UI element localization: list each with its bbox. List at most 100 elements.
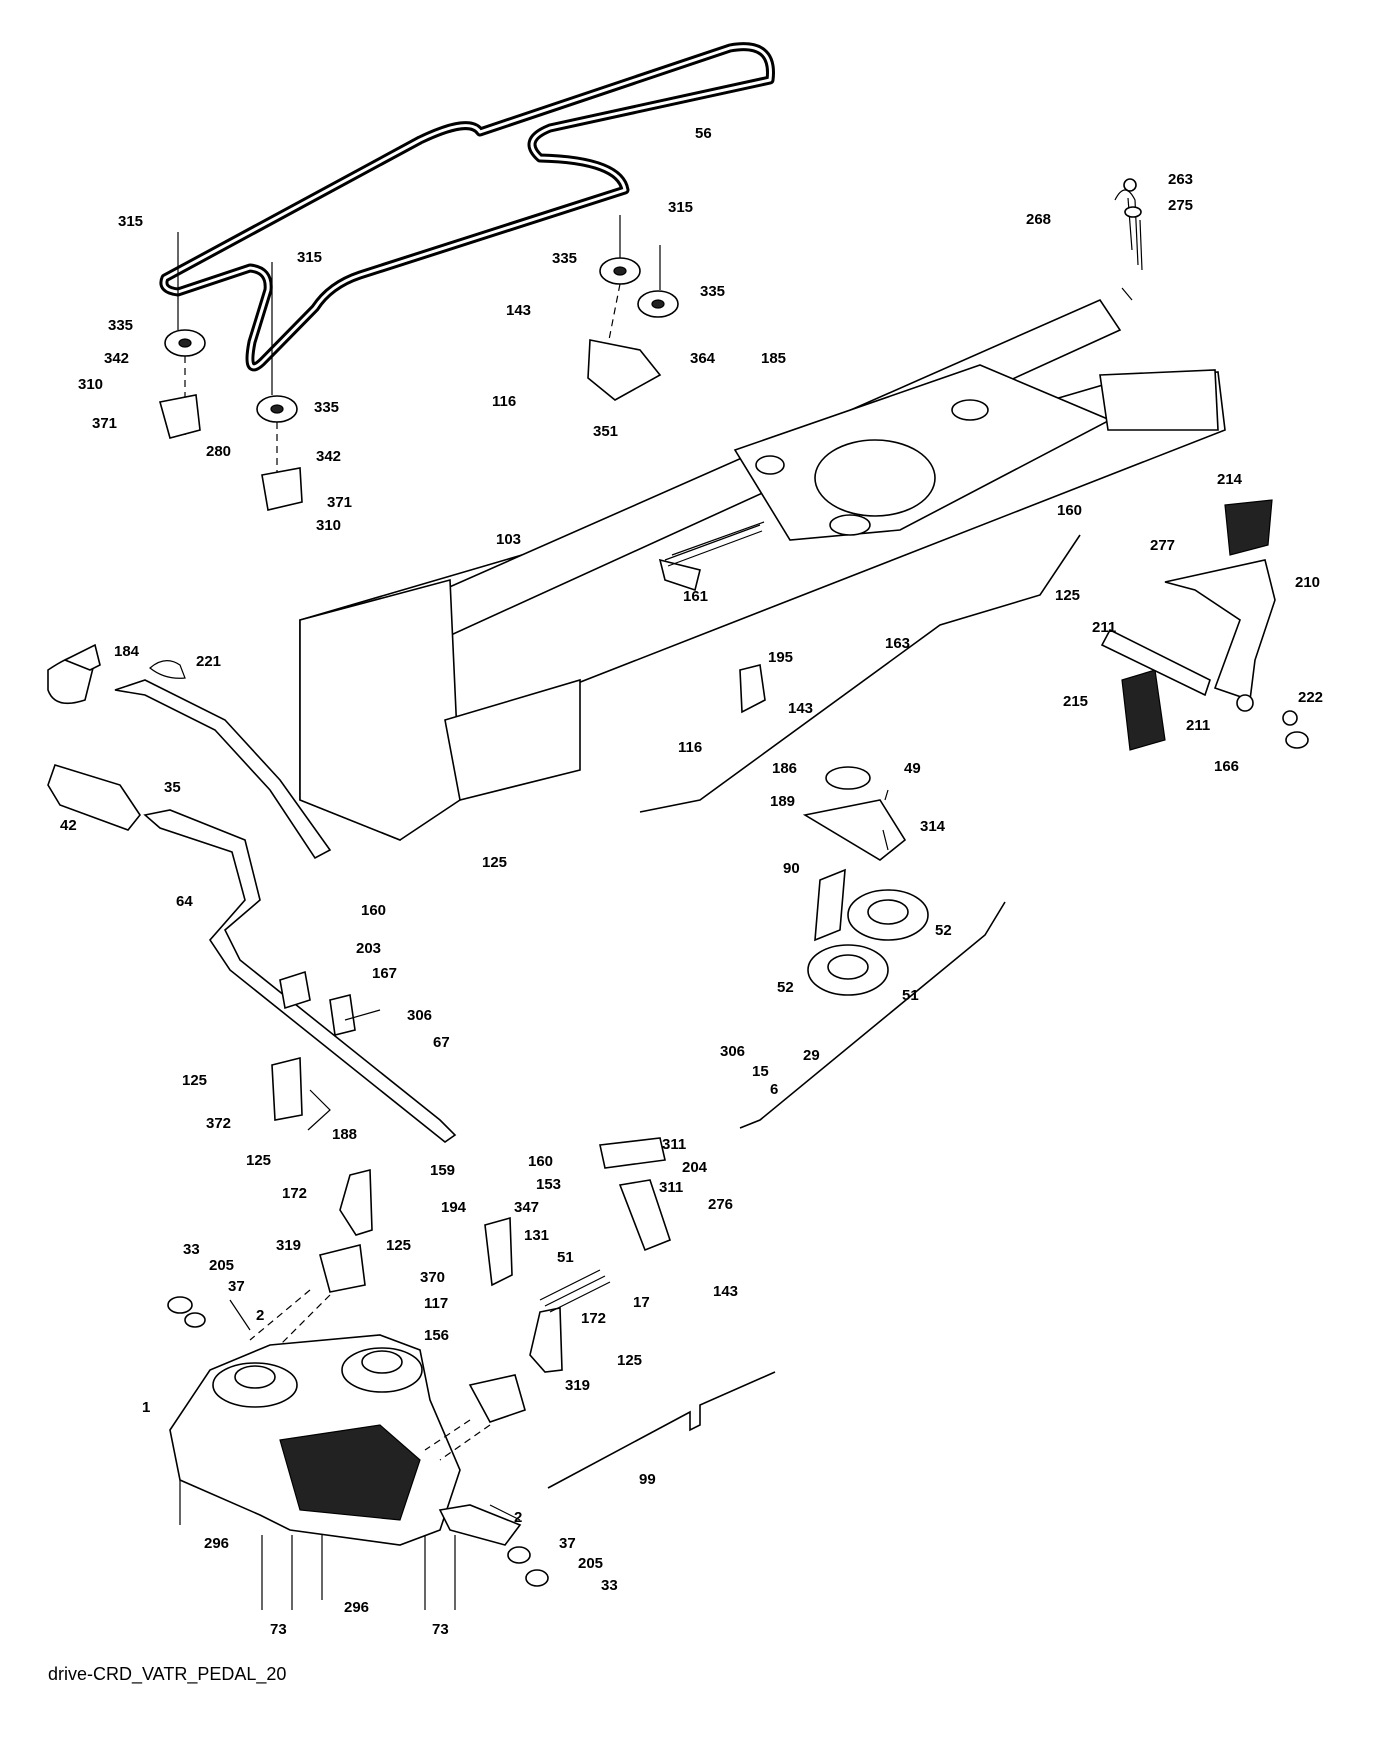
part-label-117: 117 <box>424 1295 448 1312</box>
part-label-99: 99 <box>639 1471 656 1488</box>
part-label-188: 188 <box>332 1126 357 1143</box>
part-label-311b: 311 <box>659 1179 683 1196</box>
idler-pulleys-top <box>158 215 679 511</box>
part-label-296b: 296 <box>344 1599 369 1616</box>
part-label-116a: 116 <box>492 393 516 410</box>
part-label-311a: 311 <box>662 1136 686 1153</box>
part-label-214: 214 <box>1217 471 1243 488</box>
part-label-296a: 296 <box>204 1535 229 1552</box>
part-label-194: 194 <box>441 1199 467 1216</box>
part-label-125f: 125 <box>617 1352 642 1369</box>
part-label-371b: 371 <box>327 494 352 511</box>
part-label-186: 186 <box>772 760 797 777</box>
part-label-370: 370 <box>420 1269 445 1286</box>
part-label-116b: 116 <box>678 739 702 756</box>
part-label-310a: 310 <box>78 376 103 393</box>
part-label-51a: 51 <box>902 987 919 1004</box>
part-label-215: 215 <box>1063 693 1088 710</box>
diagram-caption: drive-CRD_VATR_PEDAL_20 <box>48 1664 287 1684</box>
part-label-51b: 51 <box>557 1249 574 1266</box>
part-label-17: 17 <box>633 1294 650 1311</box>
part-label-35: 35 <box>164 779 181 796</box>
part-label-73a: 73 <box>270 1621 287 1638</box>
part-label-64: 64 <box>176 893 193 910</box>
part-label-205a: 205 <box>209 1257 234 1274</box>
part-label-131: 131 <box>524 1227 549 1244</box>
part-label-185: 185 <box>761 350 786 367</box>
part-label-6: 6 <box>770 1081 778 1098</box>
part-label-172a: 172 <box>282 1185 307 1202</box>
part-label-314: 314 <box>920 818 946 835</box>
part-label-42: 42 <box>60 817 77 834</box>
part-label-277: 277 <box>1150 537 1175 554</box>
rod-163 <box>639 534 1081 813</box>
pedal-assembly <box>1100 178 1309 751</box>
part-label-222: 222 <box>1298 689 1323 706</box>
part-label-67: 67 <box>433 1034 450 1051</box>
part-label-335d: 335 <box>314 399 339 416</box>
part-label-211b: 211 <box>1186 717 1210 734</box>
part-label-195: 195 <box>768 649 793 666</box>
part-label-159: 159 <box>430 1162 455 1179</box>
part-label-160a: 160 <box>1057 502 1082 519</box>
rod-29 <box>739 901 1006 1129</box>
part-label-33b: 33 <box>601 1577 618 1594</box>
part-label-90: 90 <box>783 860 800 877</box>
part-label-347: 347 <box>514 1199 539 1216</box>
part-label-351: 351 <box>593 423 618 440</box>
part-label-33a: 33 <box>183 1241 200 1258</box>
part-label-280: 280 <box>206 443 231 460</box>
part-label-103: 103 <box>496 531 521 548</box>
drive-belt <box>159 42 775 372</box>
transmission-assembly <box>167 1244 549 1610</box>
part-label-335b: 335 <box>552 250 577 267</box>
part-label-160c: 160 <box>528 1153 553 1170</box>
part-label-210: 210 <box>1295 574 1320 591</box>
part-label-125e: 125 <box>386 1237 411 1254</box>
part-label-203: 203 <box>356 940 381 957</box>
part-label-315b: 315 <box>297 249 322 266</box>
part-label-29: 29 <box>803 1047 820 1064</box>
part-label-315a: 315 <box>118 213 143 230</box>
part-label-310b: 310 <box>316 517 341 534</box>
part-label-125c: 125 <box>182 1072 207 1089</box>
linkage-rod-99 <box>547 1371 776 1489</box>
part-label-172b: 172 <box>581 1310 606 1327</box>
part-label-319b: 319 <box>565 1377 590 1394</box>
part-label-163: 163 <box>885 635 910 652</box>
part-label-189: 189 <box>770 793 795 810</box>
part-label-143a: 143 <box>506 302 531 319</box>
part-label-211a: 211 <box>1092 619 1116 636</box>
part-label-276: 276 <box>708 1196 733 1213</box>
part-label-49: 49 <box>904 760 921 777</box>
part-label-221: 221 <box>196 653 221 670</box>
part-label-15: 15 <box>752 1063 769 1080</box>
part-label-125d: 125 <box>246 1152 271 1169</box>
part-label-371a: 371 <box>92 415 117 432</box>
part-label-125a: 125 <box>1055 587 1080 604</box>
part-label-37a: 37 <box>228 1278 245 1295</box>
part-label-342b: 342 <box>316 448 341 465</box>
part-label-52b: 52 <box>777 979 794 996</box>
chassis-frame <box>299 298 1226 841</box>
part-label-156: 156 <box>424 1327 449 1344</box>
lower-brackets <box>271 970 671 1373</box>
part-label-184: 184 <box>114 643 140 660</box>
part-label-1: 1 <box>142 1399 150 1416</box>
part-label-125b: 125 <box>482 854 507 871</box>
part-label-2a: 2 <box>256 1307 264 1324</box>
part-label-143b: 143 <box>788 700 813 717</box>
left-pedal-rods <box>47 643 457 1143</box>
part-label-73b: 73 <box>432 1621 449 1638</box>
middle-pulleys <box>739 664 929 996</box>
part-label-56: 56 <box>695 125 712 142</box>
part-label-161: 161 <box>683 588 708 605</box>
part-label-372: 372 <box>206 1115 231 1132</box>
part-label-335c: 335 <box>700 283 725 300</box>
part-label-204: 204 <box>682 1159 708 1176</box>
part-label-166: 166 <box>1214 758 1239 775</box>
part-label-268: 268 <box>1026 211 1051 228</box>
part-label-364: 364 <box>690 350 716 367</box>
